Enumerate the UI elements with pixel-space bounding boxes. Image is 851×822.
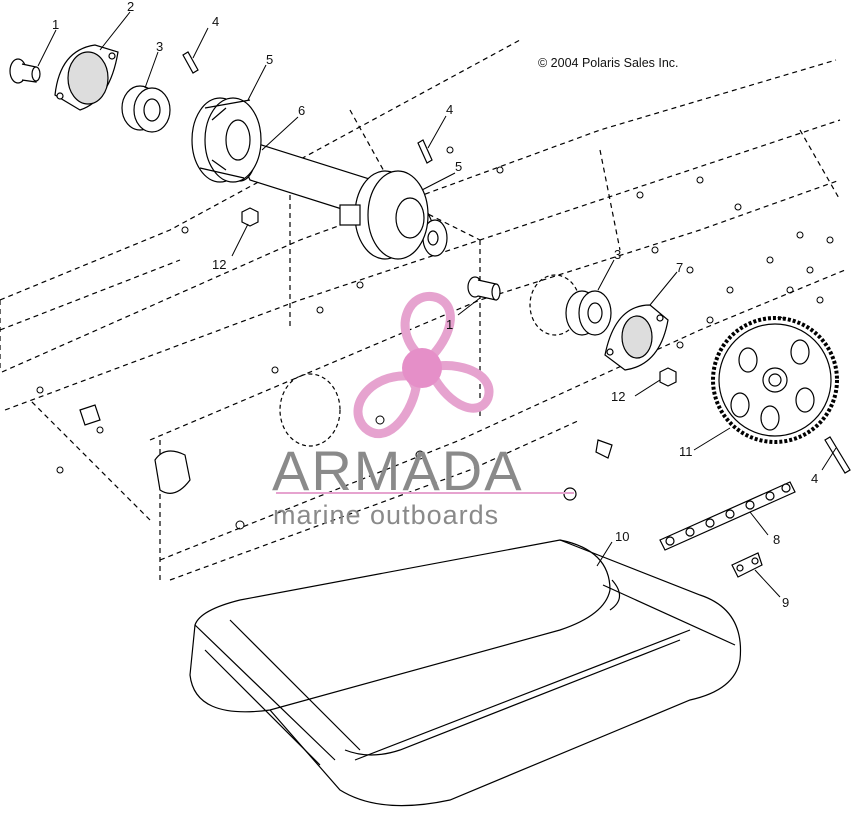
bearing-right xyxy=(565,290,612,336)
chain-sprocket xyxy=(711,316,839,444)
copyright-text: © 2004 Polaris Sales Inc. xyxy=(538,56,679,70)
callout-4: 4 xyxy=(212,14,220,29)
bearing-flange-top xyxy=(54,44,119,111)
armada-propeller-logo xyxy=(353,291,494,439)
drive-sprocket-left xyxy=(191,97,262,183)
drive-sprocket-right xyxy=(339,170,429,260)
callout-1: 1 xyxy=(446,317,454,332)
leader-lines xyxy=(37,11,837,598)
callout-9: 9 xyxy=(782,595,790,610)
brand-tagline: marine outboards xyxy=(273,500,500,530)
callout-5: 5 xyxy=(455,159,463,174)
callout-4: 4 xyxy=(446,102,454,117)
callout-8: 8 xyxy=(773,532,781,547)
callout-7: 7 xyxy=(676,260,684,275)
brand-divider xyxy=(276,492,574,494)
callout-10: 10 xyxy=(615,529,630,544)
bolt-top-left xyxy=(9,58,41,84)
callout-3: 3 xyxy=(614,247,622,262)
nuts xyxy=(241,207,677,387)
drive-chain xyxy=(659,481,796,551)
master-link xyxy=(731,552,763,578)
bearing-flange-right xyxy=(604,304,669,371)
bearing-top xyxy=(121,85,171,133)
callout-12: 12 xyxy=(611,389,626,404)
callout-4: 4 xyxy=(811,471,819,486)
callout-6: 6 xyxy=(298,103,306,118)
callout-1: 1 xyxy=(52,17,60,32)
callout-11: 11 xyxy=(679,444,693,459)
pins xyxy=(182,51,851,474)
track-belt xyxy=(189,539,742,807)
brand-name: ARMADA xyxy=(272,439,524,502)
bolt-center xyxy=(467,276,501,301)
frame-holes xyxy=(36,146,834,530)
callout-12: 12 xyxy=(212,257,227,272)
callout-2: 2 xyxy=(127,0,135,14)
callout-5: 5 xyxy=(266,52,274,67)
callout-3: 3 xyxy=(156,39,164,54)
frame-hardware xyxy=(79,404,613,501)
plate-cutout xyxy=(279,373,341,447)
